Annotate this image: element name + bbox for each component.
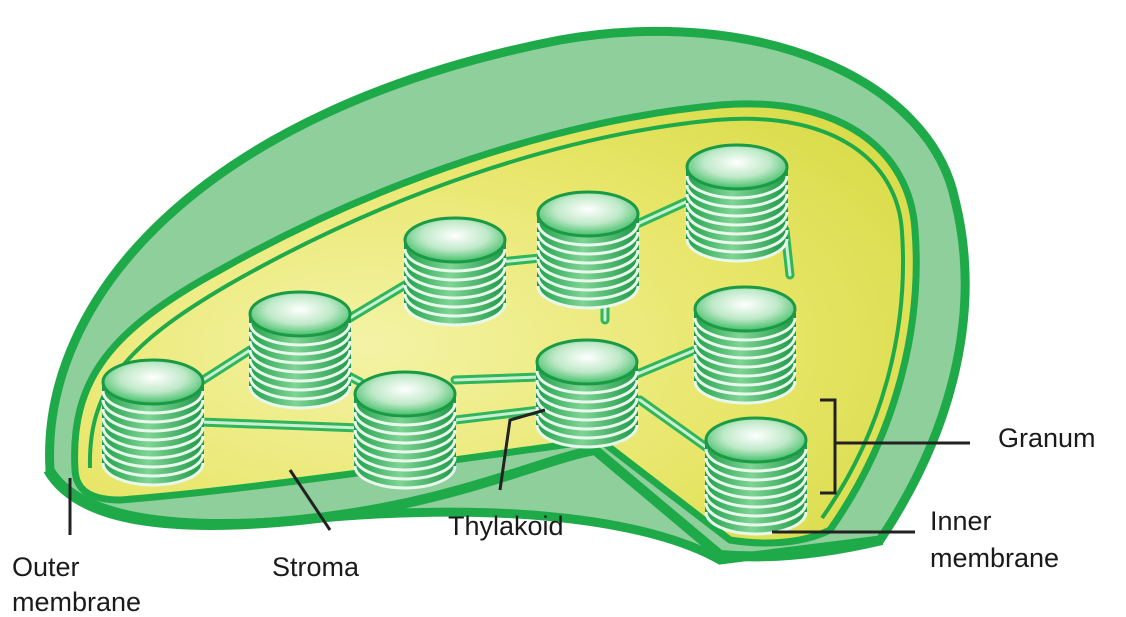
label-stroma: Stroma xyxy=(272,552,360,582)
granum-stack xyxy=(706,418,806,534)
label-inner-membrane-line1: Inner xyxy=(930,506,992,536)
label-granum: Granum xyxy=(998,423,1096,453)
granum-top xyxy=(250,292,350,336)
granum-top xyxy=(695,287,795,331)
granum-top xyxy=(538,192,638,236)
granum-top xyxy=(103,360,203,404)
granum-top xyxy=(537,340,637,384)
granum-stack xyxy=(687,145,787,261)
granum-top xyxy=(405,218,505,262)
granum-stack xyxy=(537,340,637,447)
granum-stack xyxy=(538,192,638,308)
granum-stack xyxy=(695,287,795,403)
granum-top xyxy=(355,372,455,416)
granum-stack xyxy=(405,218,505,325)
granum-stack xyxy=(103,360,203,485)
label-inner-membrane-line2: membrane xyxy=(930,543,1059,573)
label-outer-membrane-line2: membrane xyxy=(12,587,141,617)
granum-top xyxy=(706,418,806,462)
label-thylakoid: Thylakoid xyxy=(448,511,564,541)
granum-stack xyxy=(250,292,350,408)
granum-stack xyxy=(355,372,455,488)
label-outer-membrane-line1: Outer xyxy=(12,552,80,582)
granum-top xyxy=(687,145,787,189)
